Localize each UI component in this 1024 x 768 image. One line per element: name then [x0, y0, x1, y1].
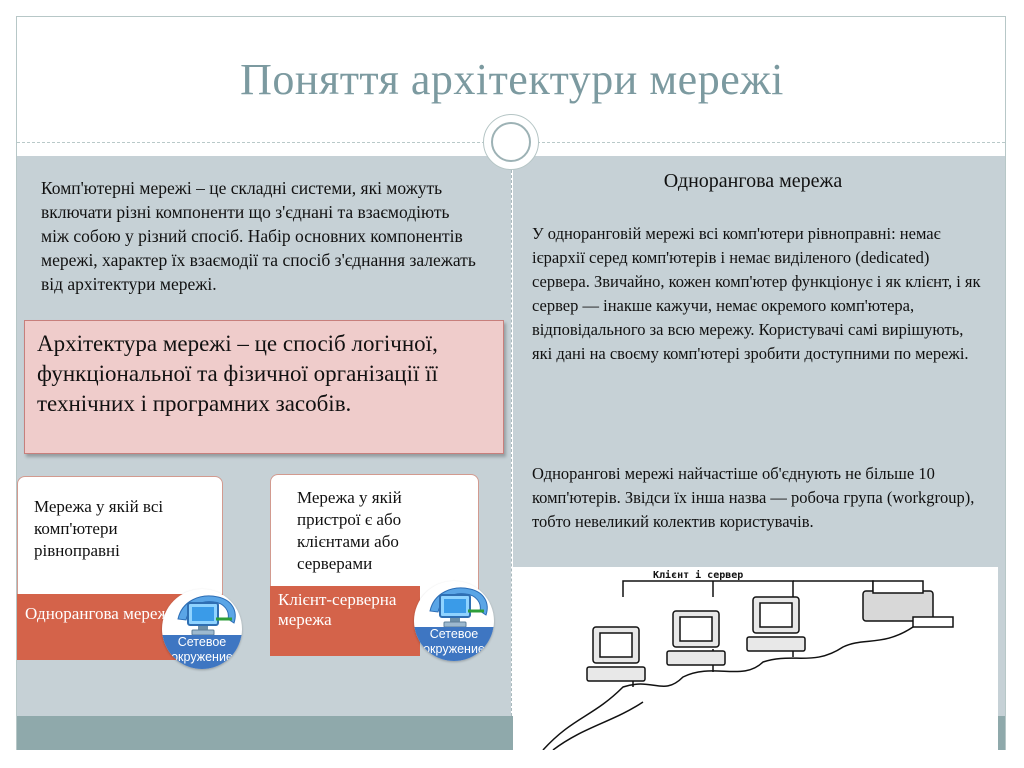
column-divider	[511, 170, 512, 716]
peer-network-card-text: Мережа у якій всі комп'ютери рівноправні	[34, 497, 164, 560]
slide-title: Поняття архітектури мережі	[240, 55, 784, 104]
definition-text: Архітектура мережі – це спосіб логічної,…	[37, 331, 438, 416]
network-icon-2: Сетевое окружение	[414, 581, 494, 661]
ring-icon	[491, 122, 531, 162]
network-icon-1-label: Сетевое окружение	[162, 635, 242, 669]
network-icon-1: Сетевое окружение	[162, 589, 242, 669]
workgroup-description: Однорангові мережі найчастіше об'єднують…	[532, 464, 975, 531]
printer-icon	[862, 580, 954, 628]
illustration-caption: Клієнт і сервер	[653, 569, 743, 581]
network-computer-icon	[177, 595, 236, 636]
client-server-illustration: Клієнт і сервер	[513, 567, 998, 751]
network-diagram-image: Клієнт і сервер	[542, 569, 954, 751]
client-server-band: Клієнт-серверна мережа	[270, 586, 420, 656]
network-computer-icon	[429, 587, 488, 628]
computer-icon	[746, 596, 806, 652]
peer-network-description: У одноранговій мережі всі комп'ютери рів…	[532, 224, 981, 363]
client-server-card-text: Мережа у якій пристрої є або клієнтами а…	[297, 488, 402, 573]
computer-icon	[586, 626, 646, 682]
intro-text: Комп'ютерні мережі – це складні системи,…	[41, 178, 476, 294]
definition-box: Архітектура мережі – це спосіб логічної,…	[24, 320, 504, 454]
divider-circle-ornament	[483, 114, 539, 170]
computer-icon	[666, 610, 726, 666]
peer-network-heading: Однорангова мережа	[663, 170, 843, 192]
network-icon-2-label: Сетевое окружение	[414, 627, 494, 661]
